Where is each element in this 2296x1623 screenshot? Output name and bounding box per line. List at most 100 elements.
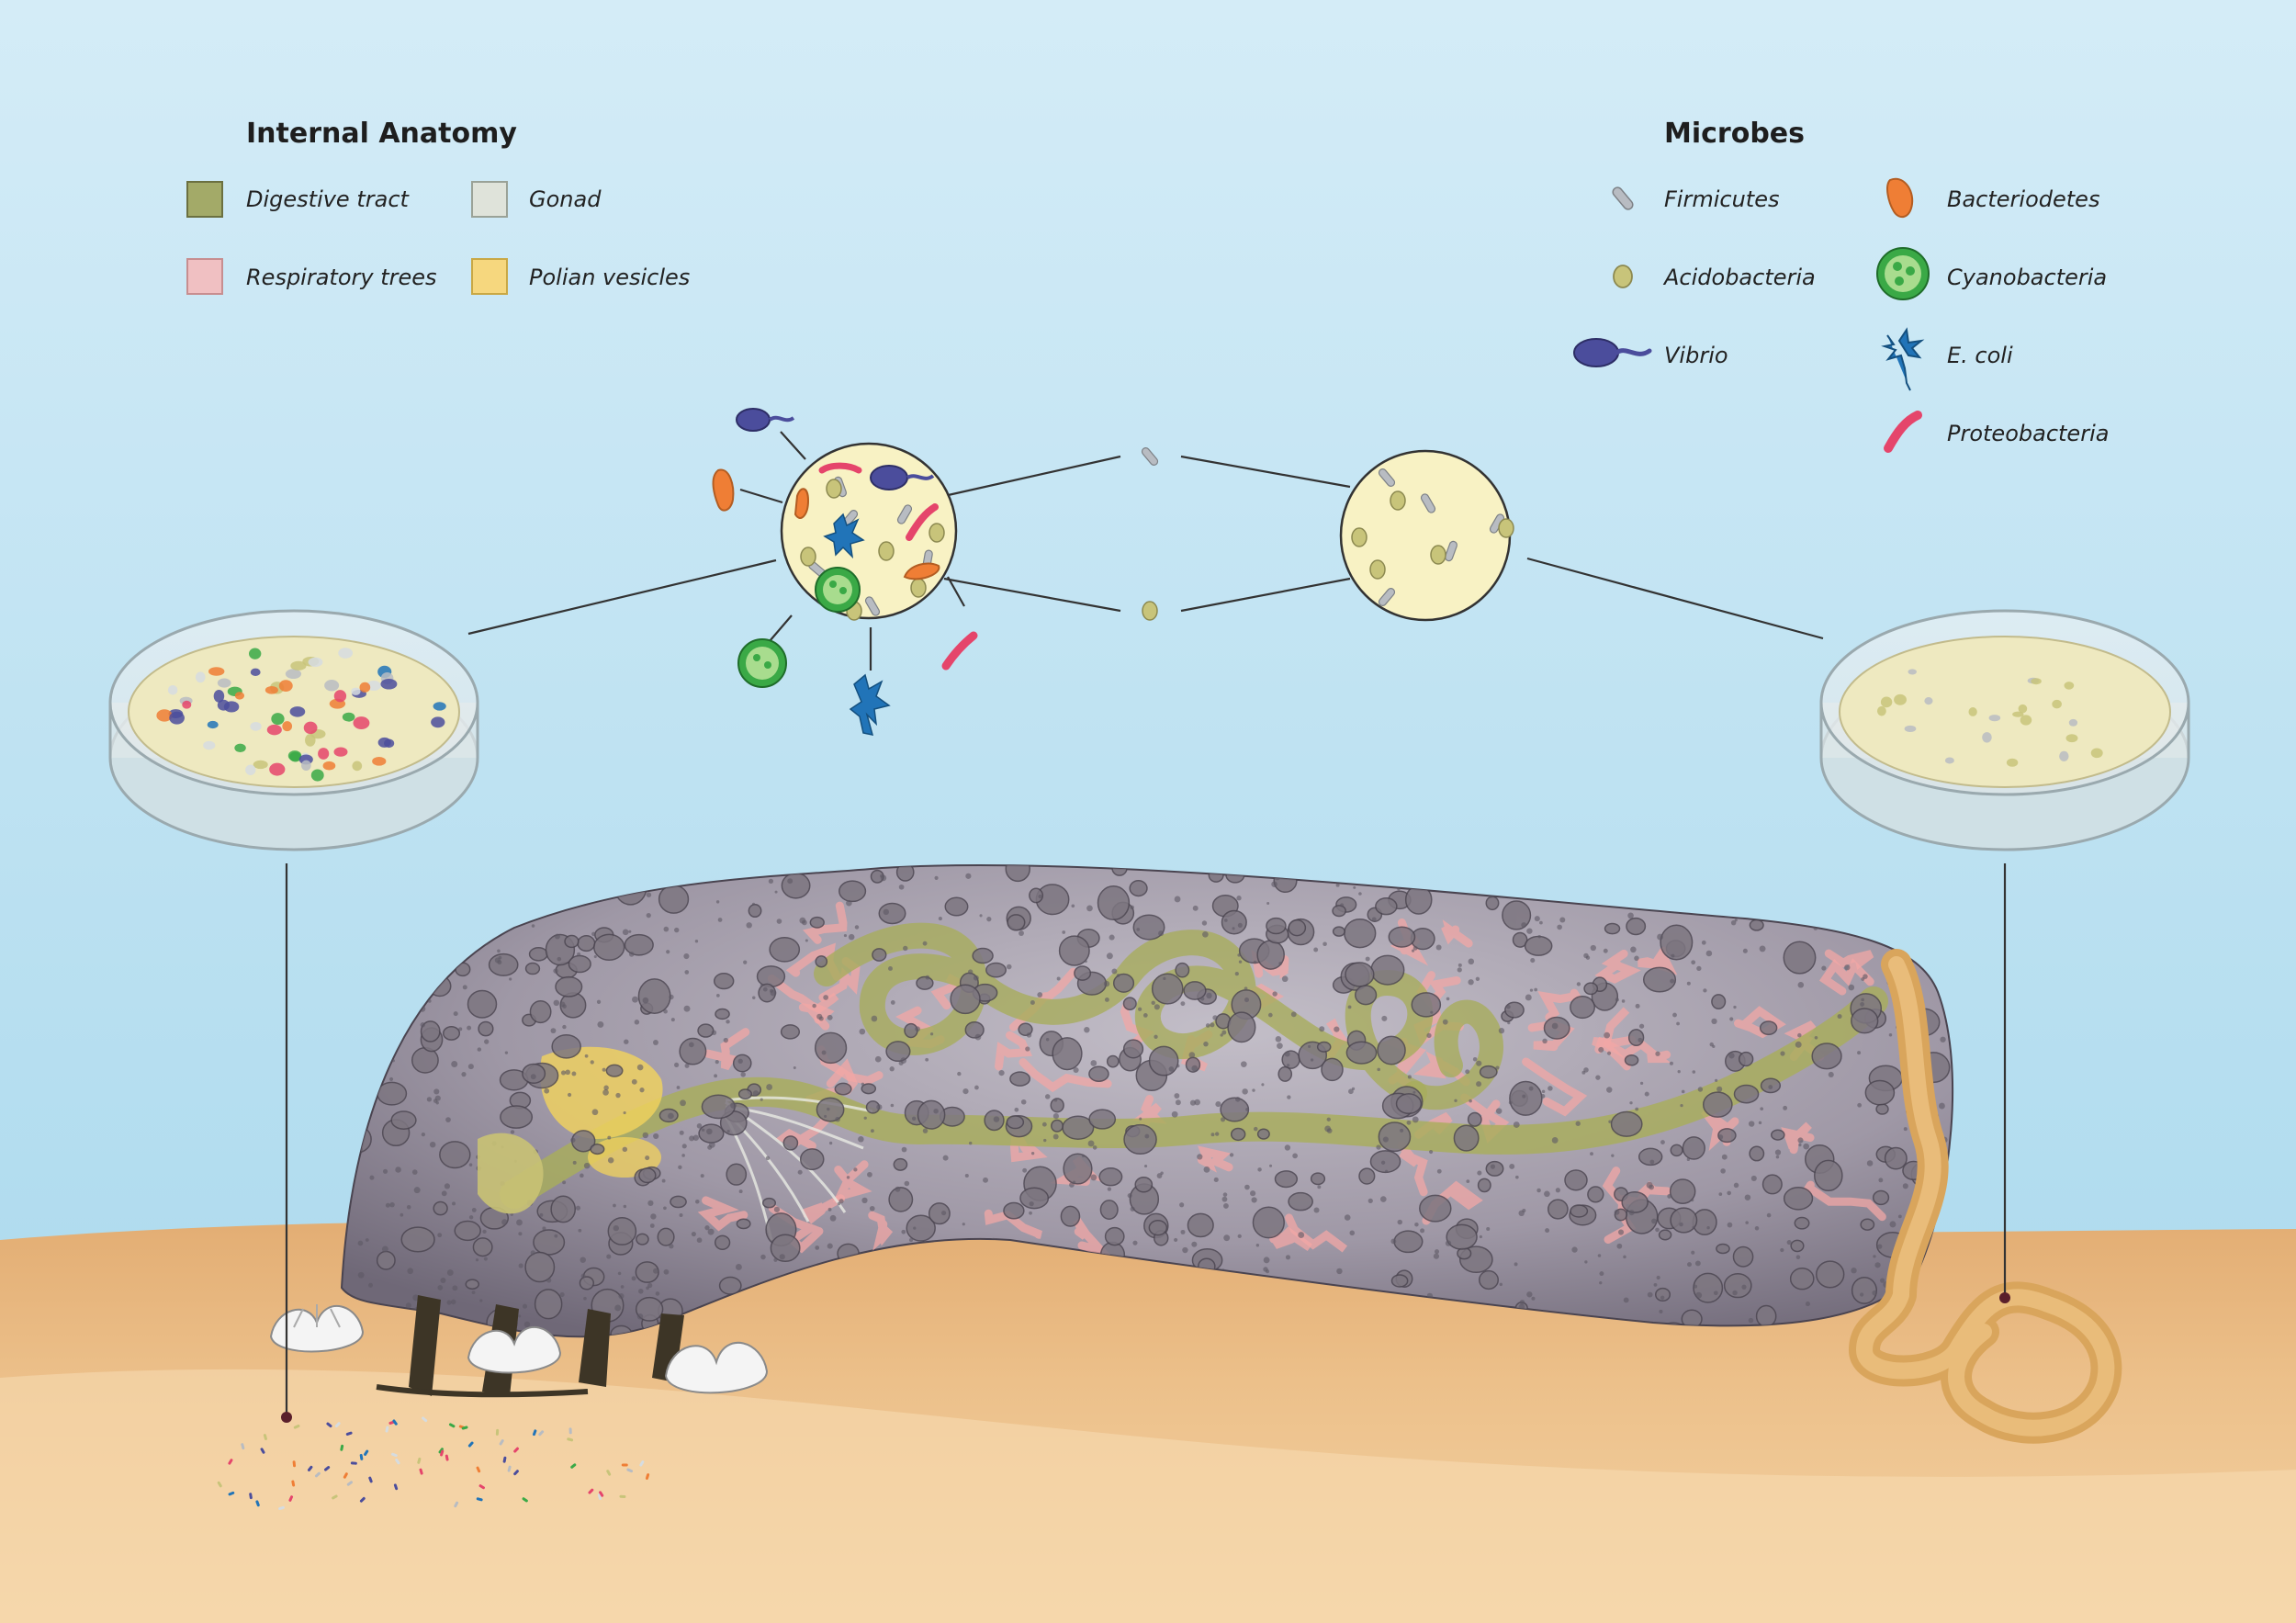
body-speckle	[922, 1128, 929, 1133]
respiratory-branch	[767, 974, 835, 1024]
body-speckle	[1866, 1160, 1874, 1167]
body-speckle	[1758, 1121, 1762, 1125]
body-spot	[533, 1229, 566, 1256]
body-speckle	[827, 1207, 832, 1212]
body-speckle	[1703, 988, 1707, 993]
body-speckle	[974, 1085, 979, 1090]
body-speckle	[1733, 1182, 1739, 1189]
body-speckle	[412, 1294, 420, 1302]
body-spot	[1610, 1110, 1643, 1137]
body-speckle	[1244, 1184, 1250, 1190]
body-speckle	[915, 1026, 920, 1032]
body-speckle	[1716, 1086, 1723, 1092]
respiratory-trees-swatch	[186, 258, 223, 295]
body-speckle	[1138, 1007, 1142, 1011]
body-speckle	[1241, 1061, 1247, 1067]
body-speckle	[1084, 1026, 1090, 1033]
body-spot	[1749, 919, 1764, 931]
bacterial-colony	[234, 743, 246, 752]
body-speckle	[446, 1269, 454, 1276]
body-speckle	[1507, 1021, 1511, 1025]
body-spot	[1814, 1159, 1843, 1192]
body-speckle	[1498, 1027, 1505, 1034]
body-speckle	[1692, 1225, 1695, 1229]
body-speckle	[1029, 1201, 1034, 1207]
body-speckle	[1695, 1291, 1703, 1299]
body-speckle	[1348, 1088, 1354, 1095]
body-speckle	[1298, 1232, 1305, 1238]
body-speckle	[1691, 960, 1696, 965]
sediment-microbe	[307, 1465, 313, 1471]
bacterial-colony	[2052, 699, 2062, 709]
sediment-microbe	[359, 1496, 366, 1503]
respiratory-branch	[1594, 949, 1641, 984]
body-speckle	[1220, 1033, 1223, 1037]
body-speckle	[828, 1141, 833, 1145]
body-speckle	[1860, 1292, 1864, 1297]
body-speckle	[583, 1162, 591, 1169]
bacteriodetes-icon	[793, 488, 810, 519]
acidobacteria-icon	[1390, 490, 1406, 511]
body-spot	[1129, 879, 1148, 897]
cyanobacteria-inner	[823, 575, 852, 604]
body-speckle	[452, 1285, 458, 1291]
body-speckle	[938, 917, 942, 921]
sediment-microbe	[368, 1476, 373, 1483]
body-speckle	[433, 1088, 440, 1095]
body-speckle	[1468, 979, 1474, 986]
bacterial-colony	[1908, 669, 1917, 675]
bacteriodetes-icon	[903, 562, 940, 580]
sediment-microbe	[619, 1494, 626, 1498]
body-spot	[1175, 962, 1190, 978]
body-speckle	[510, 1130, 515, 1134]
body-speckle	[1638, 1037, 1643, 1043]
body-speckle	[1774, 1149, 1782, 1155]
body-speckle	[607, 1156, 614, 1164]
body-speckle	[603, 1085, 609, 1091]
bacterial-colony	[207, 720, 219, 729]
body-speckle	[1775, 1155, 1780, 1159]
body-speckle	[1030, 1152, 1035, 1155]
ecoli-icon	[849, 673, 891, 736]
body-spot	[697, 1023, 715, 1038]
body-speckle	[1525, 994, 1532, 1001]
respiratory-branch	[995, 1031, 1032, 1071]
body-speckle	[694, 940, 699, 943]
body-speckle	[368, 1282, 374, 1288]
body-speckle	[1766, 1212, 1772, 1218]
acidobacteria-label: Acidobacteria	[1662, 265, 1816, 290]
body-speckle	[1084, 960, 1087, 964]
body-spot	[1051, 1119, 1064, 1133]
body-speckle	[1180, 1229, 1186, 1234]
body-speckle	[1635, 1107, 1639, 1111]
respiratory-branch	[1781, 1121, 1815, 1155]
bacterial-colony	[250, 721, 262, 731]
body-speckle	[726, 1130, 730, 1133]
body-speckle	[1748, 1317, 1754, 1324]
body-speckle	[704, 1225, 710, 1231]
acidobacteria-icon	[929, 523, 945, 543]
body-speckle	[1939, 1102, 1945, 1110]
body-speckle	[1628, 1210, 1635, 1216]
body-speckle	[679, 1212, 683, 1217]
body-speckle	[1797, 1032, 1802, 1038]
body-speckle	[823, 995, 829, 1000]
body-spot	[637, 978, 671, 1014]
body-spot	[524, 962, 541, 975]
body-speckle	[1521, 922, 1527, 928]
body-speckle	[1539, 920, 1543, 925]
body-speckle	[1718, 1192, 1723, 1196]
body-speckle	[1590, 944, 1596, 952]
body-spot	[1658, 1229, 1672, 1241]
vibrio-icon	[870, 465, 908, 490]
body-speckle	[450, 1299, 456, 1305]
body-speckle	[1531, 1296, 1536, 1301]
body-spot	[1088, 1065, 1109, 1082]
body-speckle	[1073, 1066, 1079, 1074]
body-speckle	[580, 1257, 586, 1263]
body-spot	[736, 1218, 751, 1230]
body-speckle	[1616, 1243, 1623, 1249]
body-spot	[1478, 1269, 1500, 1291]
body-speckle	[773, 1257, 778, 1262]
body-speckle	[701, 1128, 705, 1132]
